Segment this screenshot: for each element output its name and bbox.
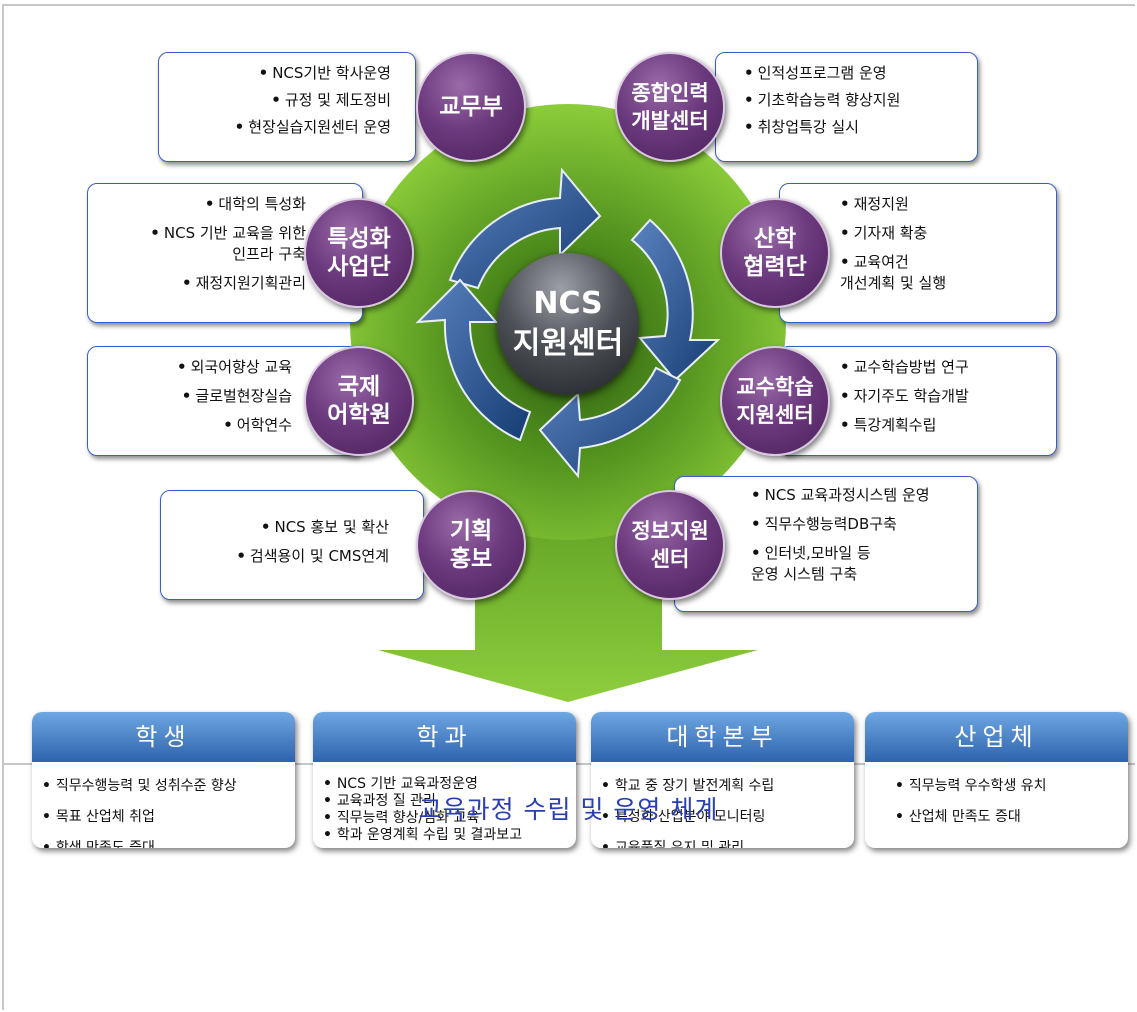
unit-circle-industry-cooperation: 산학 협력단: [720, 198, 830, 308]
unit-circle-academic-affairs: 교무부: [416, 52, 526, 162]
target-card-university-hq: 대학본부 • 학교 중 장기 발전계획 수립 • 특성화 산업분야 모니터링 •…: [591, 712, 854, 848]
target-card-department: 학과 • NCS 기반 교육과정운영 • 교육과정 질 관리 • 직무능력 향상…: [313, 712, 576, 848]
target-item: 직무수행능력 및 성취수준 향상: [55, 778, 237, 794]
target-item: NCS 기반 교육과정운영: [336, 776, 478, 792]
ncs-support-center: NCS 지원센터: [497, 253, 639, 395]
unit-item: 검색용이 및 CMS연계: [249, 547, 389, 565]
unit-item: 기초학습능력 향상지원: [757, 91, 901, 109]
unit-item: 기자재 확충: [853, 224, 928, 242]
unit-item: 직무수행능력DB구축: [764, 515, 897, 533]
unit-item: 어학연수: [236, 416, 292, 434]
unit-item: 취창업특강 실시: [757, 118, 859, 136]
unit-item: 재정지원: [853, 195, 909, 213]
target-title: 산업체: [865, 712, 1128, 762]
unit-item: NCS 기반 교육을 위한 인프라 구축: [163, 224, 306, 263]
target-item: 특성화 산업분야 모니터링: [614, 809, 766, 825]
unit-item: NCS 교육과정시스템 운영: [764, 486, 930, 504]
unit-item: 글로벌현장실습: [195, 387, 292, 405]
target-title: 학생: [32, 712, 295, 762]
target-item: 학생 만족도 증대: [55, 840, 155, 848]
unit-circle-teaching-learning: 교수학습 지원센터: [720, 346, 830, 456]
target-card-industry: 산업체 • 직무능력 우수학생 유치 • 산업체 만족도 증대: [865, 712, 1128, 848]
unit-box-academic-affairs: •NCS기반 학사운영 •규정 및 제도정비 •현장실습지원센터 운영: [158, 52, 416, 162]
center-label-line1: NCS: [533, 286, 603, 321]
unit-item: 교수학습방법 연구: [853, 358, 969, 376]
unit-item: 대학의 특성화: [218, 195, 306, 213]
target-item: 직무능력 우수학생 유치: [908, 778, 1047, 794]
unit-item: 자기주도 학습개발: [853, 387, 969, 405]
unit-item: 현장실습지원센터 운영: [248, 118, 391, 136]
unit-item: 규정 및 제도정비: [284, 91, 391, 109]
target-item: 학과 운영계획 수립 및 결과보고: [336, 827, 523, 843]
unit-item: NCS기반 학사운영: [272, 64, 391, 82]
unit-box-planning-pr: •NCS 홍보 및 확산 •검색용이 및 CMS연계: [160, 490, 424, 600]
unit-circle-planning-pr: 기획 홍보: [416, 490, 526, 600]
unit-circle-specialization: 특성화 사업단: [304, 198, 414, 308]
cycle-arrows: [415, 167, 721, 479]
unit-circle-hr-development: 종합인력 개발센터: [615, 52, 725, 162]
unit-item: 재정지원기획관리: [195, 274, 306, 292]
target-title: 대학본부: [591, 712, 854, 762]
unit-item: 인터넷,모바일 등 운영 시스템 구축: [751, 544, 871, 583]
unit-item: NCS 홍보 및 확산: [274, 518, 389, 536]
center-label-line2: 지원센터: [512, 326, 624, 361]
unit-item: 교육여건 개선계획 및 실행: [840, 253, 947, 292]
target-item: 직무능력 향상/심화 교육: [336, 810, 480, 826]
unit-item: 특강계획수립: [853, 416, 937, 434]
unit-circle-language-institute: 국제 어학원: [304, 346, 414, 456]
target-item: 학교 중 장기 발전계획 수립: [614, 778, 775, 794]
unit-item: 인적성프로그램 운영: [757, 64, 887, 82]
target-item: 교육품질 유지 및 관리: [614, 840, 745, 848]
unit-circle-information-support: 정보지원 센터: [615, 490, 725, 600]
target-item: 목표 산업체 취업: [55, 809, 155, 825]
green-arrow: [378, 470, 758, 702]
target-title: 학과: [313, 712, 576, 762]
target-card-student: 학생 • 직무수행능력 및 성취수준 향상 • 목표 산업체 취업 • 학생 만…: [32, 712, 295, 848]
target-item: 교육과정 질 관리: [336, 793, 436, 809]
diagram-caption: 교육과정 수립 및 운영 체계: [418, 795, 719, 824]
unit-box-hr-development: •인적성프로그램 운영 •기초학습능력 향상지원 •취창업특강 실시: [715, 52, 978, 162]
target-item: 산업체 만족도 증대: [908, 809, 1021, 825]
unit-item: 외국어향상 교육: [190, 358, 292, 376]
